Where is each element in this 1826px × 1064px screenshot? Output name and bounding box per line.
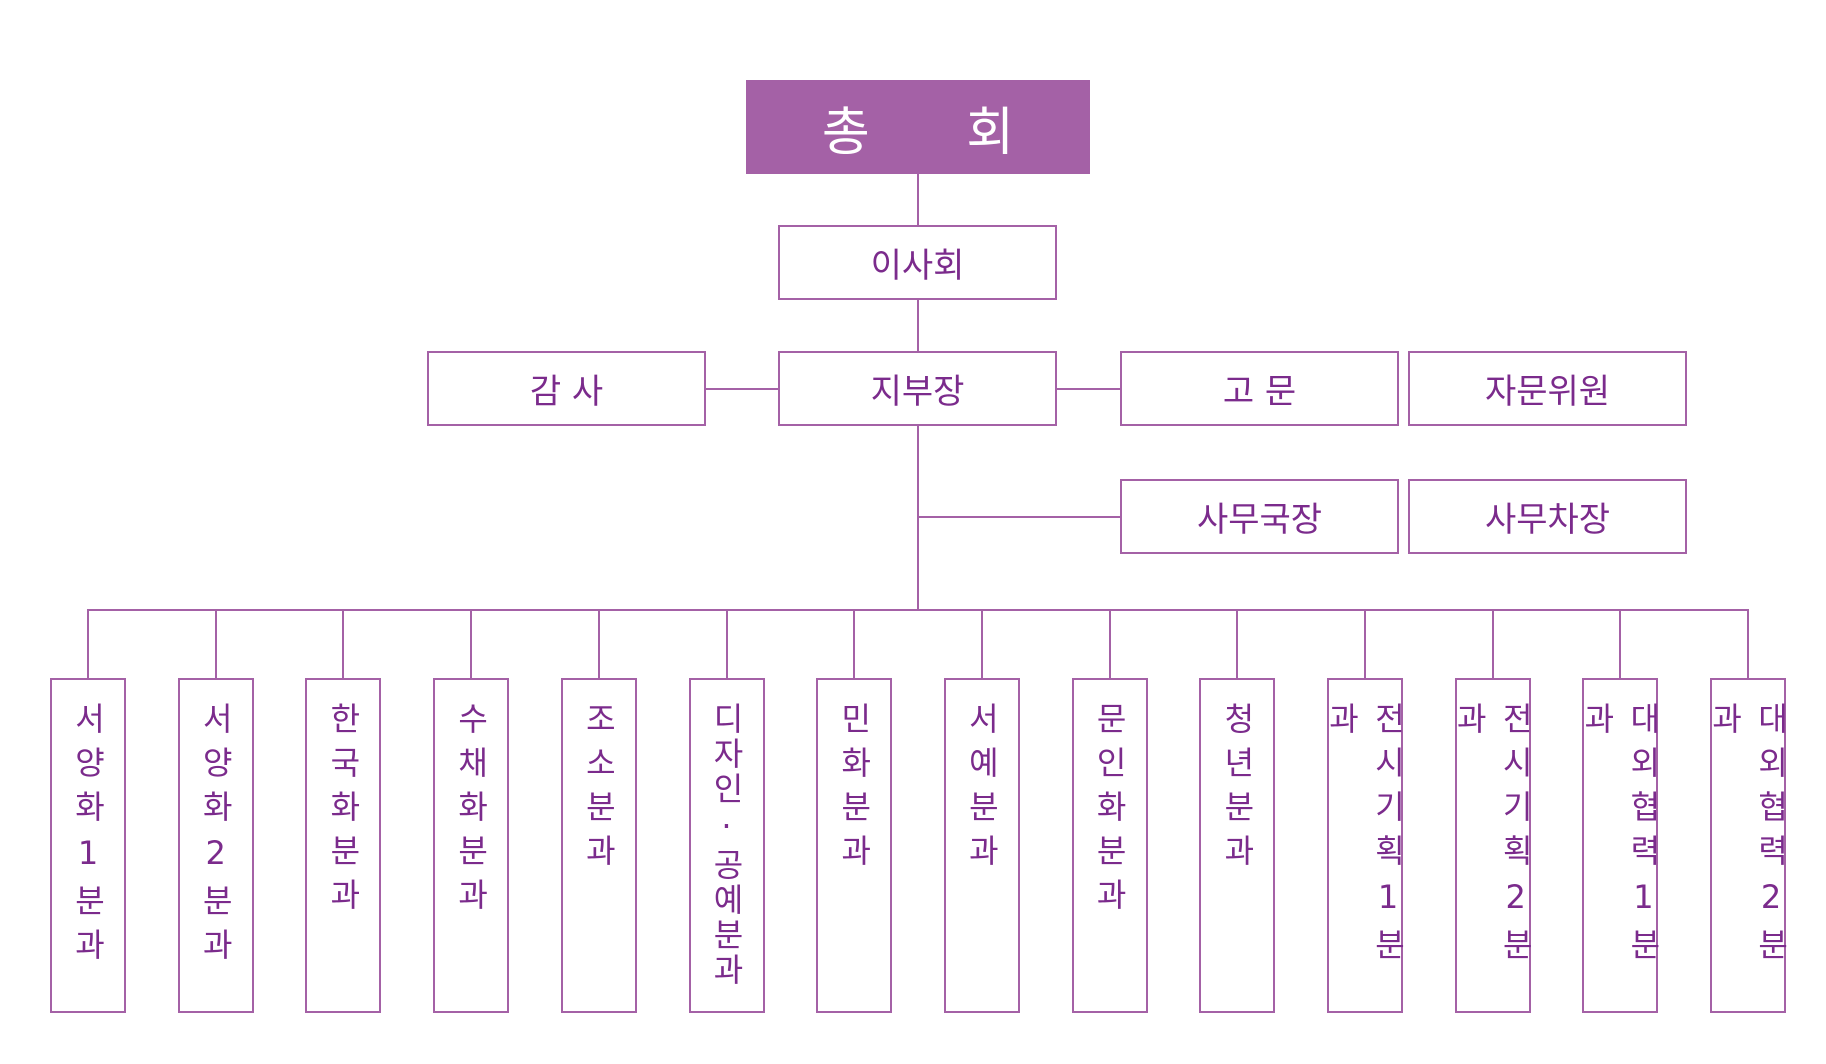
- department-label: 전시기획2분과: [1450, 702, 1535, 972]
- department-box: 디자인·공예분과: [688, 678, 765, 1013]
- connector-department: [853, 610, 856, 678]
- department-label: 디자인·공예분과: [707, 702, 746, 988]
- secretary-general-box: 사무국장: [1120, 479, 1399, 554]
- branch-head-label: 지부장: [870, 372, 965, 412]
- advisory-committee-label: 자문위원: [1484, 372, 1611, 412]
- auditor-box: 감 사: [427, 351, 706, 426]
- board-label: 이사회: [870, 246, 965, 286]
- branch-head-box: 지부장: [778, 351, 1057, 426]
- department-box: 청년분과: [1199, 678, 1276, 1013]
- connector-department: [1747, 610, 1750, 678]
- department-box: 서양화1분과: [50, 678, 126, 1013]
- department-box: 서예분과: [943, 678, 1020, 1013]
- department-label: 수채화분과: [452, 702, 491, 922]
- advisory-committee-box: 자문위원: [1408, 351, 1687, 426]
- connector-secretary: [918, 516, 1120, 518]
- connector-department: [1491, 610, 1494, 678]
- department-box: 민화분과: [816, 678, 893, 1013]
- department-label: 대외협력2분과: [1706, 702, 1791, 972]
- department-label: 한국화분과: [324, 702, 363, 922]
- department-label: 조소분과: [579, 702, 618, 878]
- department-box: 한국화분과: [305, 678, 382, 1013]
- general-assembly-box: 총 회: [746, 80, 1090, 174]
- connector-department: [1619, 610, 1622, 678]
- connector-departments-bar: [87, 609, 1749, 611]
- general-assembly-label: 총 회: [821, 102, 1055, 163]
- department-label: 문인화분과: [1090, 702, 1129, 922]
- department-box: 대외협력2분과: [1706, 678, 1790, 1013]
- connector-advisor: [1057, 388, 1120, 390]
- department-box: 문인화분과: [1071, 678, 1148, 1013]
- connector-department: [597, 610, 600, 678]
- connector-auditor: [706, 388, 778, 390]
- department-label: 청년분과: [1218, 702, 1257, 878]
- secretary-general-label: 사무국장: [1196, 500, 1323, 540]
- connector-head-down: [917, 426, 919, 611]
- advisor-box: 고 문: [1120, 351, 1399, 426]
- department-box: 수채화분과: [433, 678, 510, 1013]
- connector-department: [87, 610, 89, 678]
- connector-top-board: [917, 174, 919, 225]
- department-box: 전시기획1분과: [1323, 678, 1407, 1013]
- department-box: 대외협력1분과: [1578, 678, 1662, 1013]
- auditor-label: 감 사: [529, 372, 604, 412]
- department-label: 대외협력1분과: [1578, 702, 1663, 972]
- connector-department: [470, 610, 473, 678]
- connector-department: [1236, 610, 1239, 678]
- connector-department: [725, 610, 728, 678]
- department-box: 서양화2분과: [177, 678, 254, 1013]
- connector-department: [1364, 610, 1366, 678]
- connector-department: [980, 610, 983, 678]
- department-box: 조소분과: [560, 678, 637, 1013]
- department-label: 서양화2분과: [196, 702, 235, 972]
- department-label: 민화분과: [835, 702, 874, 878]
- department-label: 전시기획1분과: [1323, 702, 1407, 972]
- connector-department: [1108, 610, 1111, 678]
- department-label: 서양화1분과: [69, 702, 107, 972]
- connector-department: [342, 610, 345, 678]
- deputy-secretary-box: 사무차장: [1408, 479, 1687, 554]
- connector-department: [214, 610, 217, 678]
- connector-board-head: [917, 300, 919, 351]
- department-label: 서예분과: [962, 702, 1001, 878]
- board-box: 이사회: [778, 225, 1057, 300]
- deputy-secretary-label: 사무차장: [1484, 500, 1611, 540]
- department-box: 전시기획2분과: [1451, 678, 1535, 1013]
- advisor-label: 고 문: [1222, 372, 1297, 412]
